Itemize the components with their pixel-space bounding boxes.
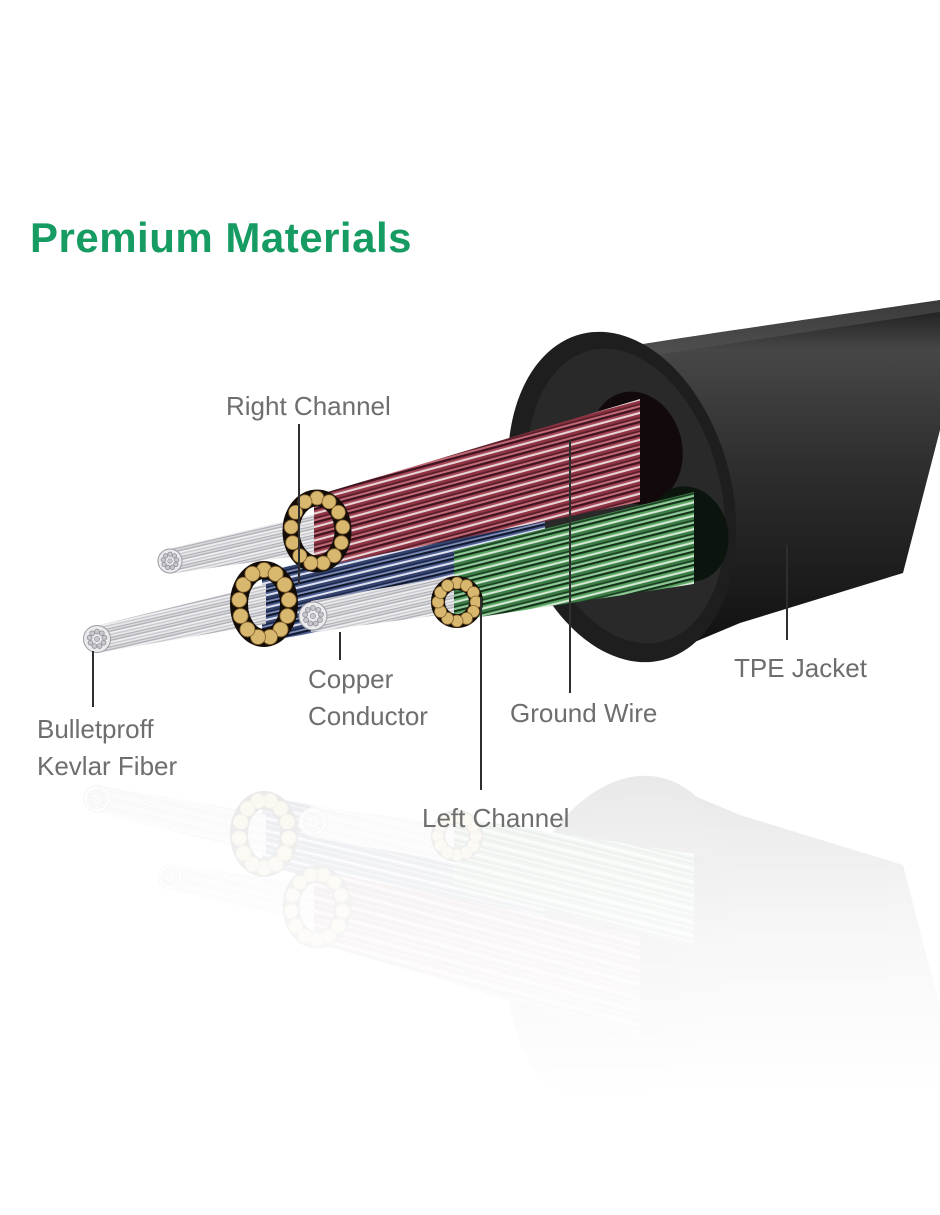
leader-line-kevlar-fiber <box>92 651 94 707</box>
leader-line-copper-conductor <box>339 632 341 660</box>
page-title: Premium Materials <box>30 214 412 262</box>
label-right-channel: Right Channel <box>226 391 391 421</box>
label-copper-conductor: Copper Conductor <box>308 664 428 731</box>
leader-line-tpe-jacket <box>786 545 788 640</box>
copper-conductor-ring-red <box>282 489 352 573</box>
copper-conductor-ring-green <box>431 576 483 628</box>
left-channel-wire <box>454 492 694 621</box>
kevlar-fiber-wire-mid <box>311 574 462 632</box>
leader-line-left-channel <box>480 597 482 790</box>
right-channel-wire <box>314 399 640 568</box>
label-bulletproof-kevlar-fiber: Bulletproff Kevlar Fiber <box>37 714 178 781</box>
label-ground-wire: Ground Wire <box>510 698 658 728</box>
leader-line-ground-wire <box>569 440 571 693</box>
kevlar-fiber-wire-lower <box>96 584 266 653</box>
label-tpe-jacket: TPE Jacket <box>734 653 867 683</box>
kevlar-fiber-end-lower <box>83 625 111 653</box>
copper-conductor-ring-blue <box>230 561 298 647</box>
label-left-channel: Left Channel <box>422 803 570 833</box>
jacket-top-highlight <box>611 300 940 361</box>
reflection-fade <box>0 720 940 1215</box>
kevlar-fiber-end-mid <box>298 601 328 631</box>
kevlar-fiber-end-upper <box>157 548 183 574</box>
cable-group <box>83 300 940 663</box>
leader-line-right-channel <box>298 424 300 584</box>
